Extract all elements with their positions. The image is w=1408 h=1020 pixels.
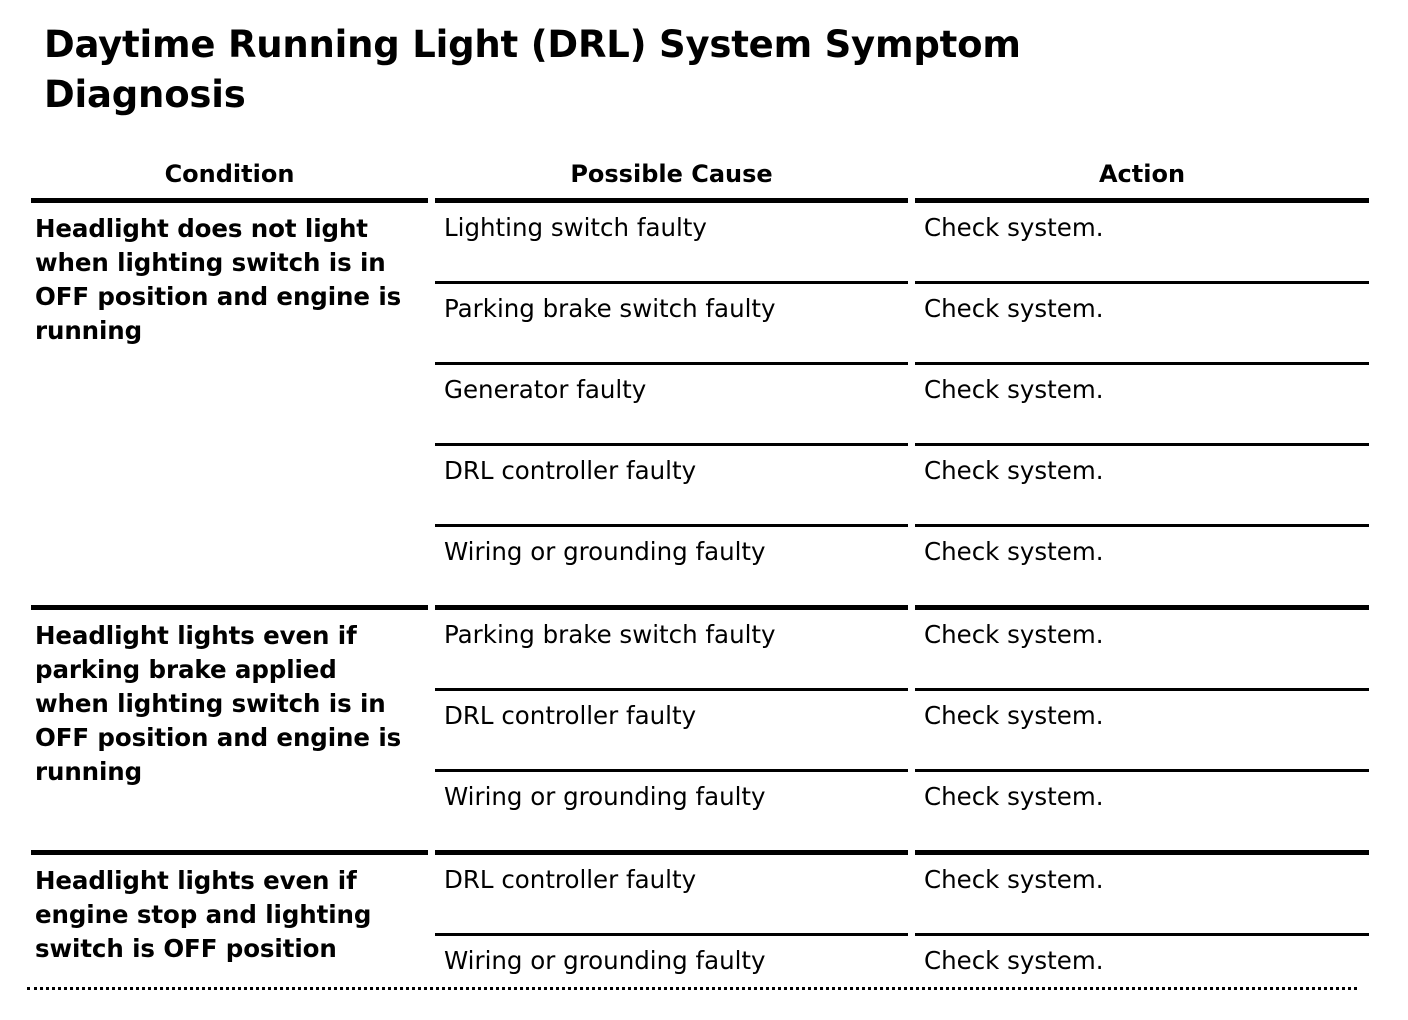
table-body: Headlight does not light when lighting s… [31, 198, 1369, 1015]
possible-cause-cell: Wiring or grounding faulty [435, 524, 908, 608]
table-row: Generator faulty Check system. [31, 362, 1369, 445]
action-text: Check system. [924, 782, 1104, 811]
action-cell: Check system. [915, 281, 1369, 364]
possible-cause-text: Lighting switch faulty [444, 213, 707, 242]
possible-cause-text: Parking brake switch faulty [444, 620, 776, 649]
action-cell: Check system. [915, 850, 1369, 935]
header-gap-2 [908, 160, 915, 201]
action-cell: Check system. [915, 198, 1369, 283]
possible-cause-text: Wiring or grounding faulty [444, 537, 766, 566]
action-text: Check system. [924, 456, 1104, 485]
column-gap [908, 935, 915, 1015]
column-header-possible-cause-label: Possible Cause [570, 160, 773, 188]
possible-cause-text: DRL controller faulty [444, 865, 697, 894]
table-row: Wiring or grounding faulty Check system. [31, 933, 1369, 1015]
possible-cause-text: Parking brake switch faulty [444, 294, 776, 323]
action-cell: Check system. [915, 362, 1369, 445]
action-text: Check system. [924, 865, 1104, 894]
condition-text: Headlight does not light when lighting s… [35, 214, 402, 346]
possible-cause-cell: Wiring or grounding faulty [435, 769, 908, 853]
column-gap [908, 201, 915, 283]
column-gap [428, 608, 435, 853]
action-cell: Check system. [915, 769, 1369, 853]
action-text: Check system. [924, 213, 1104, 242]
possible-cause-cell: DRL controller faulty [435, 688, 908, 771]
possible-cause-text: DRL controller faulty [444, 701, 697, 730]
column-header-action-label: Action [1098, 160, 1186, 188]
column-gap [908, 526, 915, 608]
action-text: Check system. [924, 946, 1104, 975]
action-cell: Check system. [915, 688, 1369, 771]
condition-cell: Headlight does not light when lighting s… [31, 198, 428, 608]
table-row: Wiring or grounding faulty Check system. [31, 524, 1369, 608]
table-row: Headlight lights even if parking brake a… [31, 605, 1369, 853]
column-header-action: Action [915, 160, 1369, 201]
column-gap [908, 283, 915, 364]
action-text: Check system. [924, 537, 1104, 566]
action-text: Check system. [924, 620, 1104, 649]
possible-cause-cell: DRL controller faulty [435, 443, 908, 526]
table-row: Headlight lights even if engine stop and… [31, 850, 1369, 1014]
table-header-row: Condition Possible Cause Action [31, 160, 1369, 201]
possible-cause-cell: Generator faulty [435, 362, 908, 445]
action-text: Check system. [924, 375, 1104, 404]
column-gap [908, 853, 915, 935]
possible-cause-cell: DRL controller faulty [435, 850, 908, 935]
column-gap [428, 201, 435, 608]
column-header-possible-cause: Possible Cause [435, 160, 908, 201]
condition-cell: Headlight lights even if parking brake a… [31, 605, 428, 853]
table-row: Parking brake switch faulty Check system. [31, 281, 1369, 364]
possible-cause-cell: Wiring or grounding faulty [435, 933, 908, 1014]
action-cell: Check system. [915, 443, 1369, 526]
possible-cause-cell: Parking brake switch faulty [435, 605, 908, 690]
header-gap-1 [428, 160, 435, 201]
action-cell: Check system. [915, 605, 1369, 690]
column-gap [908, 445, 915, 526]
possible-cause-text: DRL controller faulty [444, 456, 697, 485]
condition-text: Headlight lights even if parking brake a… [35, 621, 402, 787]
possible-cause-cell: Lighting switch faulty [435, 198, 908, 283]
page-bottom-divider [27, 987, 1357, 993]
table-header: Condition Possible Cause Action [31, 160, 1369, 201]
table-row: Headlight does not light when lighting s… [31, 198, 1369, 608]
column-gap [908, 690, 915, 771]
condition-cell: Headlight lights even if engine stop and… [31, 850, 428, 1014]
possible-cause-text: Wiring or grounding faulty [444, 782, 766, 811]
column-gap [908, 771, 915, 853]
diagnosis-table: Condition Possible Cause Action Headligh… [31, 160, 1369, 1014]
action-cell: Check system. [915, 933, 1369, 1014]
possible-cause-text: Wiring or grounding faulty [444, 946, 766, 975]
condition-text: Headlight lights even if engine stop and… [35, 866, 372, 964]
column-header-condition: Condition [31, 160, 428, 201]
column-gap [908, 608, 915, 690]
column-gap [908, 364, 915, 445]
page-title: Daytime Running Light (DRL) System Sympt… [44, 23, 1021, 116]
diagnosis-table-wrapper: Condition Possible Cause Action Headligh… [31, 160, 1369, 1014]
column-header-condition-label: Condition [164, 160, 295, 188]
action-text: Check system. [924, 701, 1104, 730]
action-text: Check system. [924, 294, 1104, 323]
table-row: DRL controller faulty Check system. [31, 688, 1369, 771]
possible-cause-text: Generator faulty [444, 375, 647, 404]
action-cell: Check system. [915, 524, 1369, 608]
possible-cause-cell: Parking brake switch faulty [435, 281, 908, 364]
table-row: DRL controller faulty Check system. [31, 443, 1369, 526]
table-row: Wiring or grounding faulty Check system. [31, 769, 1369, 853]
